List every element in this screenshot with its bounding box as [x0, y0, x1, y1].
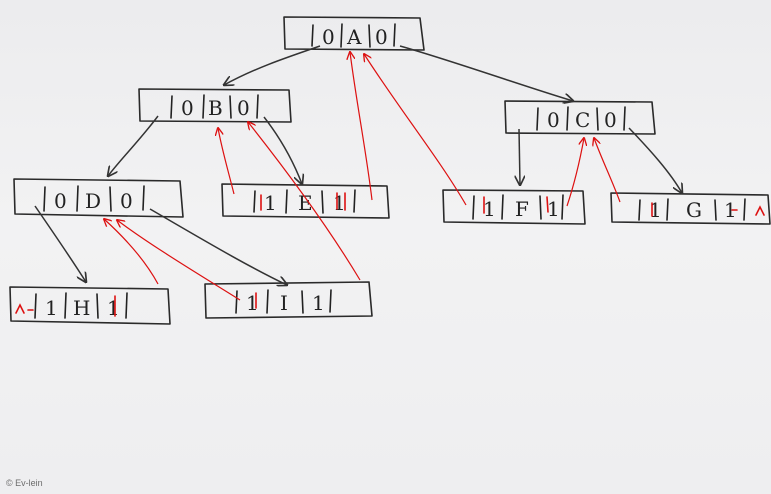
- node-f-label: F: [515, 197, 529, 221]
- node-c-label: C: [575, 108, 590, 132]
- watermark: © Ev-lein: [6, 478, 43, 488]
- edge-d-h: [34, 205, 86, 282]
- node-e: 1 E 1: [221, 183, 390, 219]
- node-h-left-tag: 1: [45, 296, 58, 320]
- red-tag-marks: [15, 192, 765, 317]
- edge-b-d: [108, 115, 159, 176]
- edge-b-e: [263, 116, 302, 184]
- edge-d-i: [149, 208, 287, 285]
- node-d-left-tag: 0: [54, 189, 67, 213]
- edge-a-c: [399, 45, 573, 101]
- node-i: 1 I 1: [204, 281, 373, 319]
- thread-links: [104, 52, 621, 301]
- node-i-label: I: [280, 291, 288, 315]
- node-e-left-tag: 1: [264, 191, 277, 215]
- node-b-left-tag: 0: [181, 96, 194, 120]
- node-g: 1 G 1: [610, 192, 771, 225]
- node-b-label: B: [208, 96, 223, 120]
- node-d: 0 D 0: [13, 178, 184, 218]
- node-d-label: D: [85, 189, 101, 213]
- node-h: 1 H 1: [9, 286, 171, 325]
- edge-c-g: [628, 127, 682, 193]
- thread-g-c: [594, 138, 621, 203]
- node-c-left-tag: 0: [547, 108, 560, 132]
- thread-i-d: [117, 220, 241, 301]
- node-b: 0 B 0: [138, 88, 292, 123]
- node-e-right-tag: 1: [333, 191, 346, 215]
- node-a-right-tag: 0: [375, 25, 388, 49]
- thread-h-d: [104, 219, 159, 285]
- thread-f-a: [364, 54, 467, 206]
- node-a-left-tag: 0: [322, 25, 335, 49]
- null-caret-g: [755, 205, 765, 216]
- node-c-right-tag: 0: [604, 108, 617, 132]
- node-f: 1 F 1: [442, 189, 586, 225]
- node-g-left-tag: 1: [649, 198, 662, 222]
- node-f-left-tag: 1: [483, 197, 496, 221]
- thread-e-b: [218, 128, 235, 195]
- node-g-right-tag: 1: [724, 198, 737, 222]
- thread-i-b: [248, 122, 361, 281]
- node-b-right-tag: 0: [237, 96, 250, 120]
- node-h-right-tag: 1: [107, 296, 120, 320]
- node-e-label: E: [298, 191, 313, 215]
- node-i-left-tag: 1: [246, 291, 259, 315]
- thread-f-c: [566, 138, 584, 207]
- node-c: 0 C 0: [504, 100, 656, 135]
- node-h-label: H: [73, 296, 90, 320]
- node-d-right-tag: 0: [120, 189, 133, 213]
- node-f-right-tag: 1: [547, 197, 560, 221]
- edge-a-b: [224, 45, 321, 85]
- node-g-label: G: [686, 198, 702, 222]
- edge-c-f: [519, 128, 520, 185]
- child-links: [34, 45, 682, 285]
- node-a: 0 A 0: [283, 16, 425, 51]
- node-i-right-tag: 1: [312, 291, 325, 315]
- null-caret-h: [15, 303, 25, 314]
- thread-e-a: [350, 52, 373, 201]
- node-a-label: A: [346, 25, 362, 49]
